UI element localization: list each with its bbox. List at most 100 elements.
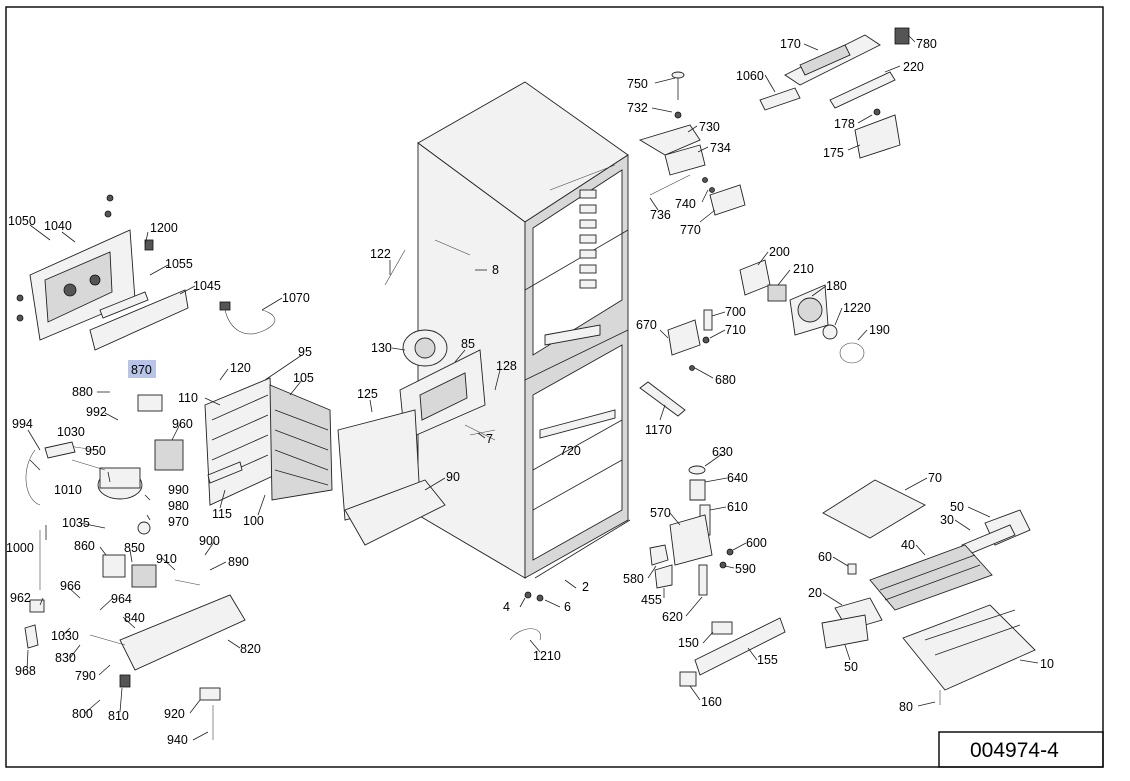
label-220[interactable]: 220 <box>903 60 924 74</box>
label-992[interactable]: 992 <box>86 405 107 419</box>
label-880[interactable]: 880 <box>72 385 93 399</box>
label-970[interactable]: 970 <box>168 515 189 529</box>
label-1210[interactable]: 1210 <box>533 649 561 663</box>
label-1000[interactable]: 1000 <box>6 541 34 555</box>
label-860[interactable]: 860 <box>74 539 95 553</box>
label-640[interactable]: 640 <box>727 471 748 485</box>
label-85[interactable]: 85 <box>461 337 475 351</box>
label-920[interactable]: 920 <box>164 707 185 721</box>
label-590[interactable]: 590 <box>735 562 756 576</box>
label-1035[interactable]: 1035 <box>62 516 90 530</box>
label-210[interactable]: 210 <box>793 262 814 276</box>
label-155[interactable]: 155 <box>757 653 778 667</box>
label-700[interactable]: 700 <box>725 305 746 319</box>
label-125[interactable]: 125 <box>357 387 378 401</box>
label-870[interactable]: 870 <box>131 363 152 377</box>
label-100[interactable]: 100 <box>243 514 264 528</box>
label-455[interactable]: 455 <box>641 593 662 607</box>
label-1040[interactable]: 1040 <box>44 219 72 233</box>
label-190[interactable]: 190 <box>869 323 890 337</box>
label-600[interactable]: 600 <box>746 536 767 550</box>
label-968[interactable]: 968 <box>15 664 36 678</box>
label-630[interactable]: 630 <box>712 445 733 459</box>
label-130[interactable]: 130 <box>371 341 392 355</box>
label-990[interactable]: 990 <box>168 483 189 497</box>
label-900[interactable]: 900 <box>199 534 220 548</box>
label-115[interactable]: 115 <box>212 507 232 521</box>
label-810[interactable]: 810 <box>108 709 129 723</box>
label-610[interactable]: 610 <box>727 500 748 514</box>
label-966[interactable]: 966 <box>60 579 81 593</box>
label-8[interactable]: 8 <box>492 263 499 277</box>
label-800[interactable]: 800 <box>72 707 93 721</box>
label-1170[interactable]: 1170 <box>645 423 672 437</box>
label-128[interactable]: 128 <box>496 359 517 373</box>
label-750[interactable]: 750 <box>627 77 648 91</box>
label-1220[interactable]: 1220 <box>843 301 871 315</box>
label-732[interactable]: 732 <box>627 101 648 115</box>
label-1060[interactable]: 1060 <box>736 69 764 83</box>
label-60[interactable]: 60 <box>818 550 832 564</box>
label-840[interactable]: 840 <box>124 611 145 625</box>
label-940[interactable]: 940 <box>167 733 188 747</box>
label-910[interactable]: 910 <box>156 552 177 566</box>
label-680[interactable]: 680 <box>715 373 736 387</box>
label-110[interactable]: 110 <box>178 391 198 405</box>
label-200[interactable]: 200 <box>769 245 790 259</box>
label-710[interactable]: 710 <box>725 323 746 337</box>
label-50-top[interactable]: 50 <box>950 500 964 514</box>
label-890[interactable]: 890 <box>228 555 249 569</box>
label-70[interactable]: 70 <box>928 471 942 485</box>
label-960[interactable]: 960 <box>172 417 193 431</box>
label-180[interactable]: 180 <box>826 279 847 293</box>
label-1055[interactable]: 1055 <box>165 257 193 271</box>
label-620[interactable]: 620 <box>662 610 683 624</box>
label-90[interactable]: 90 <box>446 470 460 484</box>
label-6[interactable]: 6 <box>564 600 571 614</box>
label-950[interactable]: 950 <box>85 444 106 458</box>
label-1010[interactable]: 1010 <box>54 483 82 497</box>
label-830[interactable]: 830 <box>55 651 76 665</box>
label-4[interactable]: 4 <box>503 600 510 614</box>
label-122[interactable]: 122 <box>370 247 391 261</box>
label-150[interactable]: 150 <box>678 636 699 650</box>
label-160[interactable]: 160 <box>701 695 722 709</box>
label-170[interactable]: 170 <box>780 37 801 51</box>
label-570[interactable]: 570 <box>650 506 671 520</box>
label-1050[interactable]: 1050 <box>8 214 36 228</box>
label-780[interactable]: 780 <box>916 37 937 51</box>
label-670[interactable]: 670 <box>636 318 657 332</box>
label-40[interactable]: 40 <box>901 538 915 552</box>
label-720[interactable]: 720 <box>560 444 581 458</box>
label-178[interactable]: 178 <box>834 117 855 131</box>
label-2[interactable]: 2 <box>582 580 589 594</box>
label-770[interactable]: 770 <box>680 223 701 237</box>
label-850[interactable]: 850 <box>124 541 145 555</box>
label-1030-top[interactable]: 1030 <box>57 425 85 439</box>
label-790[interactable]: 790 <box>75 669 96 683</box>
label-820[interactable]: 820 <box>240 642 261 656</box>
label-30[interactable]: 30 <box>940 513 954 527</box>
label-10[interactable]: 10 <box>1040 657 1054 671</box>
label-980[interactable]: 980 <box>168 499 189 513</box>
label-1045[interactable]: 1045 <box>193 279 221 293</box>
label-120[interactable]: 120 <box>230 361 251 375</box>
label-7[interactable]: 7 <box>486 432 493 446</box>
label-994[interactable]: 994 <box>12 417 33 431</box>
label-80[interactable]: 80 <box>899 700 913 714</box>
label-730[interactable]: 730 <box>699 120 720 134</box>
label-20[interactable]: 20 <box>808 586 822 600</box>
label-580[interactable]: 580 <box>623 572 644 586</box>
label-962[interactable]: 962 <box>10 591 31 605</box>
label-740[interactable]: 740 <box>675 197 696 211</box>
label-1030-bottom[interactable]: 1030 <box>51 629 79 643</box>
label-50-bottom[interactable]: 50 <box>844 660 858 674</box>
label-105[interactable]: 105 <box>293 371 314 385</box>
label-175[interactable]: 175 <box>823 146 844 160</box>
label-1070[interactable]: 1070 <box>282 291 310 305</box>
label-734[interactable]: 734 <box>710 141 731 155</box>
label-95[interactable]: 95 <box>298 345 312 359</box>
label-964[interactable]: 964 <box>111 592 132 606</box>
label-736[interactable]: 736 <box>650 208 671 222</box>
label-1200[interactable]: 1200 <box>150 221 178 235</box>
